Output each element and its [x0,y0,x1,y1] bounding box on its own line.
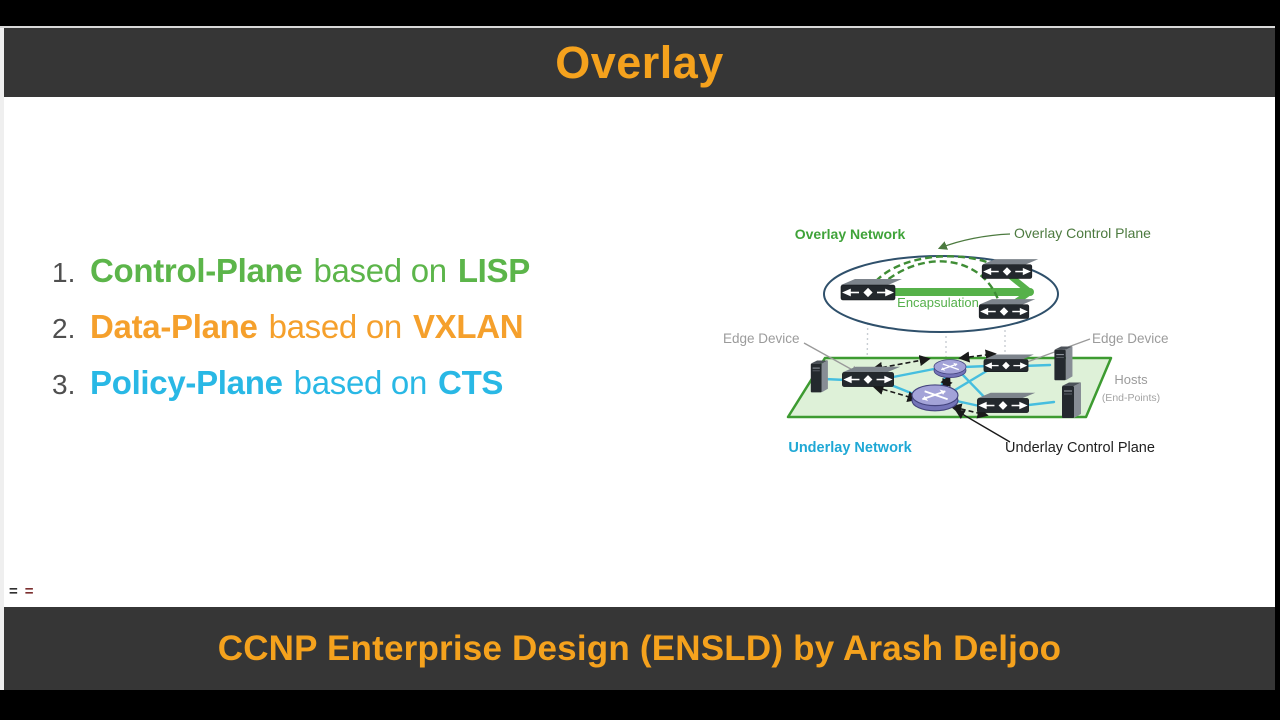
overlay-switch-icon [840,278,903,301]
list-item: 2. Data-Plane based on VXLAN [52,308,530,364]
slide-left-border [0,28,4,690]
list-item: 1. Control-Plane based on LISP [52,252,530,308]
list-item: 3. Policy-Plane based on CTS [52,364,530,420]
footer-course-title: CCNP Enterprise Design (ENSLD) by Arash … [217,628,1062,668]
edge-device-left-leader [803,342,860,375]
underlay-network-label: Underlay Network [788,440,912,456]
edge-device-left-label: Edge Device [723,331,800,346]
annotation-marks: == [9,583,41,600]
footer-bar: CCNP Enterprise Design (ENSLD) by Arash … [4,607,1275,690]
router-icon [933,358,967,379]
header-bar: Overlay [4,28,1275,97]
list-item-number: 1. [52,257,76,288]
network-diagram: Overlay Network Overlay Control Plane En… [723,225,1169,456]
list-item-term: Control-Plane [90,252,303,289]
list-item-tech: VXLAN [412,308,524,345]
annotation-mark: = [9,583,20,600]
list-item-number: 3. [52,369,76,400]
page-title: Overlay [555,36,724,88]
hosts-label: Hosts [1114,372,1148,387]
overlay-control-plane-arcs [875,255,1002,306]
encapsulation-label: Encapsulation [897,295,979,310]
host-icon [1061,381,1082,419]
edge-device-right-label: Edge Device [1092,331,1169,346]
list-item-term: Data-Plane [90,308,258,345]
host-icon [1053,345,1074,381]
overlay-control-plane-label: Overlay Control Plane [1014,225,1151,241]
list-item-tech: CTS [438,364,504,401]
edge-switch-icon [983,353,1035,373]
overlay-switch-icon [981,258,1040,280]
list-item-term: Policy-Plane [90,364,283,401]
switch-icon [976,391,1037,414]
router-icon [911,384,959,412]
underlay-control-plane-label: Underlay Control Plane [1005,440,1155,456]
list-item-connector: based on [293,364,428,401]
list-item-number: 2. [52,313,76,344]
edge-switch-icon [841,365,902,388]
underlay-control-plane-leader [954,409,1011,443]
slide-top-border [0,26,1275,28]
list-item-tech: LISP [457,252,530,289]
end-points-label: (End-Points) [1102,392,1160,404]
host-icon [810,359,829,393]
annotation-mark: = [24,583,36,600]
overlay-switch-icon [978,298,1037,320]
list-item-connector: based on [313,252,447,289]
overlay-network-label: Overlay Network [795,226,906,242]
list-item-connector: based on [268,308,403,345]
overlay-control-plane-leader [937,233,1011,250]
key-points-list: 1. Control-Plane based on LISP 2. Data-P… [52,252,530,420]
